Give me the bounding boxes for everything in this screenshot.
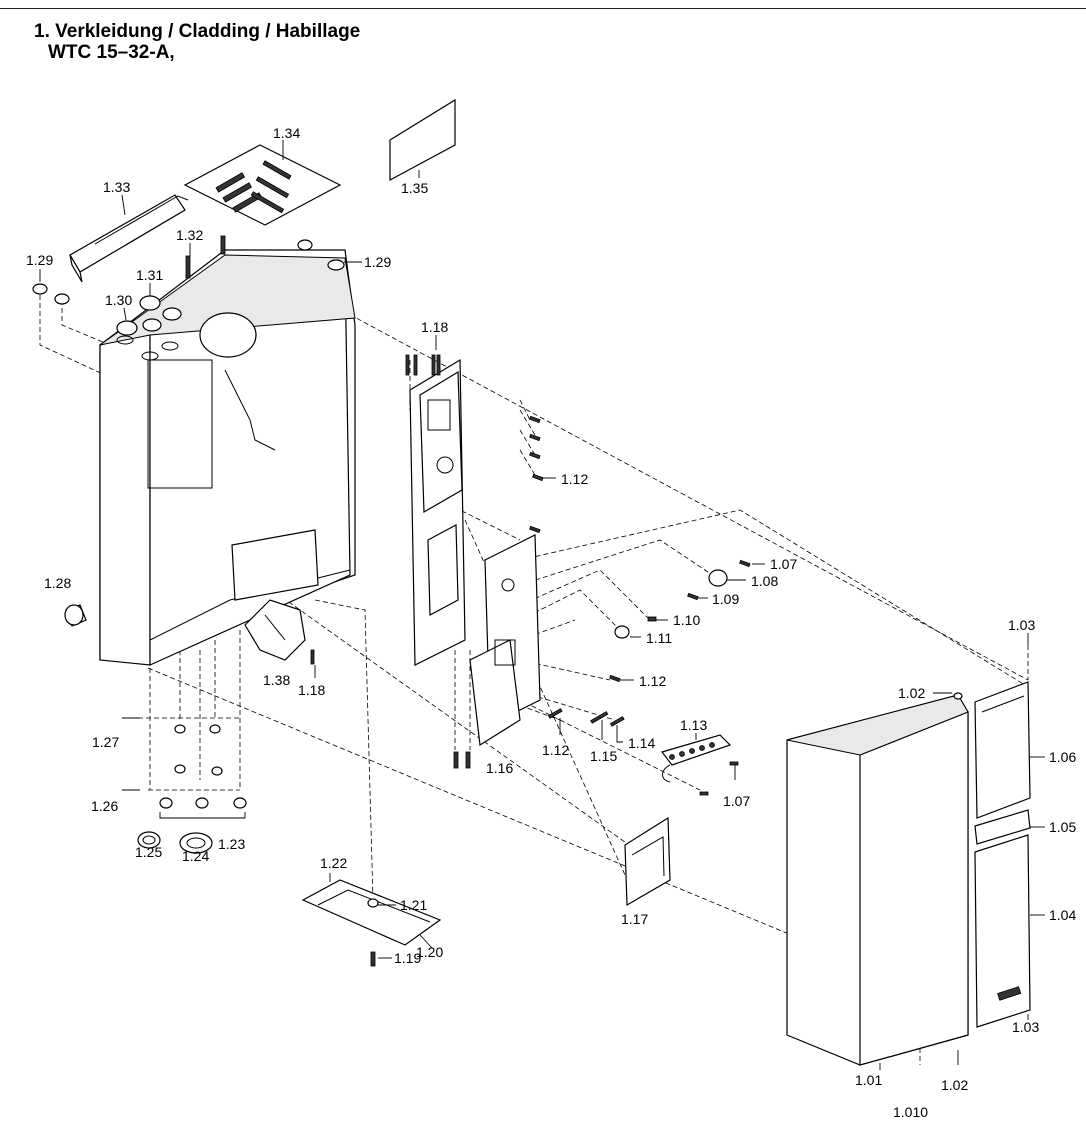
label-1-02-top: 1.02 — [898, 685, 925, 701]
label-1-34: 1.34 — [273, 125, 300, 141]
label-1-12-c: 1.12 — [542, 742, 569, 758]
label-1-22: 1.22 — [320, 855, 347, 871]
label-1-09: 1.09 — [712, 591, 739, 607]
label-1-24: 1.24 — [182, 848, 209, 864]
label-1-06: 1.06 — [1049, 749, 1076, 765]
label-1-08: 1.08 — [751, 573, 778, 589]
label-1-28: 1.28 — [44, 575, 71, 591]
label-1-30: 1.30 — [105, 292, 132, 308]
label-1-12-a: 1.12 — [561, 471, 588, 487]
label-1-32: 1.32 — [176, 227, 203, 243]
label-1-33: 1.33 — [103, 179, 130, 195]
label-1-26: 1.26 — [91, 798, 118, 814]
label-1-31: 1.31 — [136, 267, 163, 283]
label-1-01: 1.01 — [855, 1072, 882, 1088]
label-1-29-left: 1.29 — [26, 252, 53, 268]
document-title: 1. Verkleidung / Cladding / Habillage WT… — [34, 21, 360, 63]
mounting-panel — [469, 534, 541, 747]
label-1-14: 1.14 — [628, 735, 655, 751]
label-1-03-bottom: 1.03 — [1012, 1019, 1039, 1035]
part-1-04-lower-panel — [974, 834, 1031, 1028]
label-1-13: 1.13 — [680, 717, 707, 733]
label-1-12-b: 1.12 — [639, 673, 666, 689]
title-line-1: 1. Verkleidung / Cladding / Habillage — [34, 21, 361, 42]
label-1-25: 1.25 — [135, 844, 162, 860]
part-1-35-label-card — [389, 98, 456, 182]
label-1-35: 1.35 — [401, 180, 428, 196]
label-1-04: 1.04 — [1049, 907, 1076, 923]
label-1-16: 1.16 — [486, 760, 513, 776]
label-1-15: 1.15 — [590, 748, 617, 764]
label-1-05: 1.05 — [1049, 819, 1076, 835]
part-1-17-access-cover — [624, 816, 671, 907]
part-1-20-tray — [301, 879, 442, 967]
part-1-18-electrical-panel — [405, 354, 466, 666]
part-1-34-fixings-bag — [183, 144, 342, 226]
main-frame — [99, 249, 356, 666]
label-1-18-top: 1.18 — [421, 319, 448, 335]
label-1-02-bottom: 1.02 — [941, 1077, 968, 1093]
label-1-010: 1.010 — [893, 1104, 928, 1120]
label-1-10: 1.10 — [673, 612, 700, 628]
leader-lines — [39, 140, 1045, 1070]
part-1-01-front-casing — [786, 692, 969, 1066]
label-1-07-b: 1.07 — [723, 793, 750, 809]
label-1-07-a: 1.07 — [770, 556, 797, 572]
label-1-17: 1.17 — [621, 911, 648, 927]
label-1-11: 1.11 — [646, 630, 672, 646]
label-1-21: 1.21 — [400, 897, 427, 913]
label-1-03-top: 1.03 — [1008, 617, 1035, 633]
label-1-23: 1.23 — [218, 836, 245, 852]
callout-labels: 1.34 1.33 1.35 1.32 1.29 1.29 1.31 1.30 … — [26, 125, 1076, 1120]
grommets — [137, 724, 247, 854]
part-1-28-foot — [64, 604, 87, 627]
label-1-18-bottom: 1.18 — [298, 682, 325, 698]
label-1-19: 1.19 — [394, 950, 421, 966]
label-1-27: 1.27 — [92, 734, 119, 750]
label-1-20: 1.20 — [416, 944, 443, 960]
part-1-08-cable-gland — [614, 569, 728, 639]
title-line-2: WTC 15–32-A, — [48, 42, 175, 63]
label-1-29-right: 1.29 — [364, 254, 391, 270]
top-rule — [0, 8, 1086, 9]
part-1-38-clip — [244, 599, 315, 665]
part-1-33-bracket — [69, 194, 189, 283]
part-1-06-upper-panel — [974, 681, 1031, 819]
small-parts-top — [32, 235, 345, 336]
part-1-05-trim-strip — [974, 809, 1031, 845]
part-1-13-terminal-block — [660, 734, 732, 783]
label-1-38: 1.38 — [263, 672, 290, 688]
